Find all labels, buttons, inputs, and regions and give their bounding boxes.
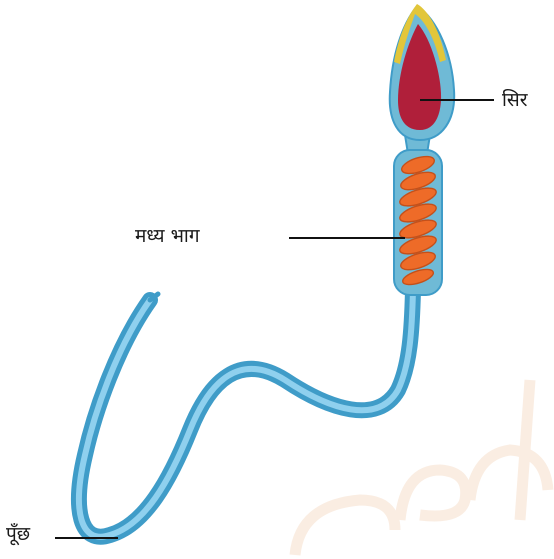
midpiece-label: मध्य भाग — [135, 222, 200, 248]
midpiece — [394, 150, 442, 295]
tail-label: पूँछ — [6, 520, 30, 546]
head-label: सिर — [502, 86, 528, 112]
head — [390, 4, 454, 140]
